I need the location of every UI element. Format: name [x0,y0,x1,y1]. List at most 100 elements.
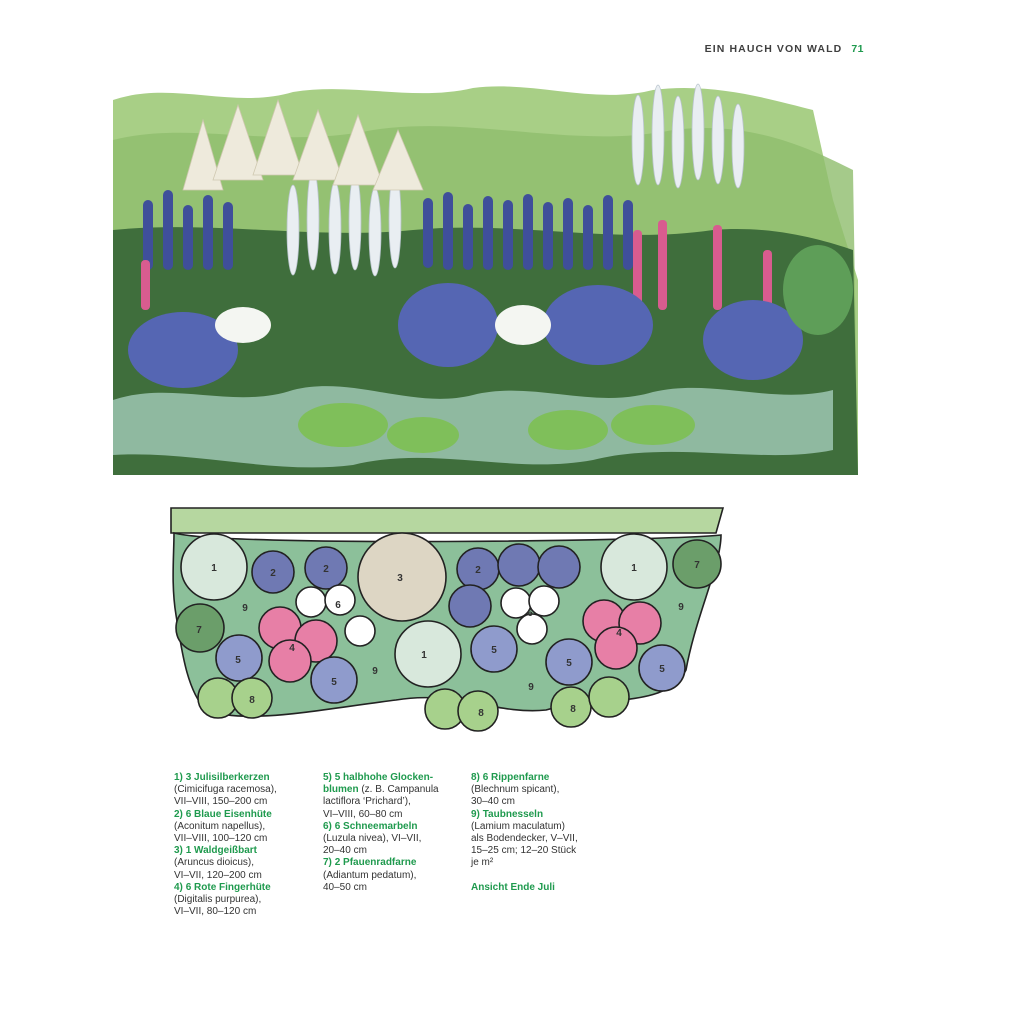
legend-number: 9) [471,808,480,820]
plan-circle-8 [588,676,630,718]
plan-circle-7 [672,539,722,589]
view-note: Ansicht Ende Juli [471,881,555,893]
legend-number: 5) [323,772,332,783]
plan-label: 2 [270,568,276,579]
plan-label: 5 [659,664,665,675]
legend-title: Taubnesseln [482,808,544,820]
plan-label: 3 [397,573,403,584]
legend-title: 6 Blaue Eisenhüte [185,808,272,820]
legend-detail: 15–25 cm; 12–20 Stück [471,845,577,857]
plan-label: 1 [421,650,427,661]
plan-label: 2 [323,564,329,575]
legend-detail: 30–40 cm [471,796,515,808]
legend-detail: 40–50 cm [323,881,367,893]
plan-label: 9 [242,603,248,614]
legend-title: 6 Rote Fingerhüte [185,881,271,893]
legend-detail: (Aruncus dioicus), [174,857,255,869]
plan-circle-1 [180,533,248,601]
plan-circle-6 [324,584,356,616]
plan-circle-4 [594,626,638,670]
plan-circle-5 [545,638,593,686]
legend-detail: (Luzula nivea), VI–VII, [323,833,422,845]
page-number: 71 [851,43,864,55]
plan-label: 4 [289,643,295,654]
legend-title-cont: blumen [323,784,359,796]
plan-circle-5 [470,625,518,673]
plan-circle-6 [344,615,376,647]
plan-circle-1 [600,533,668,601]
legend-detail: VI–VII, 120–200 cm [174,869,262,881]
legend-number: 4) [174,881,183,893]
plan-circle-4 [268,639,312,683]
legend-detail: (Adiantum pedatum), [323,869,417,881]
legend-title: 6 Rippenfarne [482,772,550,783]
plan-label: 5 [235,655,241,666]
legend-title: 3 Julisilberkerzen [185,772,270,783]
plan-label: 7 [196,625,202,636]
section-title: EIN HAUCH VON WALD [704,43,843,55]
plan-circle-7 [175,603,225,653]
garden-bed-illustration [113,83,858,475]
plan-label: 5 [566,658,572,669]
legend-detail: lactiflora ‘Prichard’), [323,796,411,808]
plan-label: 9 [528,682,534,693]
legend-number: 7) [323,857,332,869]
plan-label: 4 [616,628,622,639]
plan-label: 5 [491,645,497,656]
plan-label: 6 [335,600,341,611]
legend-detail: (Lamium maculatum) [471,820,565,832]
plan-circle-8 [457,690,499,732]
plan-circle-6 [295,586,327,618]
legend-detail: (Blechnum spicant), [471,784,560,796]
legend-detail: (Aconitum napellus), [174,820,266,832]
plan-label: 1 [631,563,637,574]
legend-title: 6 Schneemarbeln [334,820,418,832]
legend-detail: (z. B. Campanula [358,784,439,796]
plan-circle-5 [638,644,686,692]
legend-detail: VII–VIII, 150–200 cm [174,796,268,808]
plan-label: 8 [570,704,576,715]
legend-column-3: 8) 6 Rippenfarne (Blechnum spicant), 30–… [471,772,621,894]
legend-number: 2) [174,808,183,820]
plan-label: 6 [527,608,533,619]
legend-title: 1 Waldgeißbart [185,845,257,857]
plan-label: 8 [478,708,484,719]
plan-circle-8 [231,677,273,719]
legend-detail: (Cimicifuga racemosa), [174,784,277,796]
plan-circle-3 [357,532,447,622]
legend-detail: VII–VIII, 100–120 cm [174,833,268,845]
plan-circle-5 [310,656,358,704]
plan-label: 7 [694,560,700,571]
plan-circle-2 [448,584,492,628]
legend-number: 6) [323,820,332,832]
legend-column-2: 5) 5 halbhohe Glocken- blumen (z. B. Cam… [323,772,468,894]
legend-number: 1) [174,772,183,783]
plan-label: 9 [678,602,684,613]
legend-column-1: 1) 3 Julisilberkerzen (Cimicifuga racemo… [174,772,319,918]
plan-circle-2 [304,546,348,590]
plan-label: 1 [211,563,217,574]
plan-label: 9 [372,666,378,677]
legend-detail: 20–40 cm [323,845,367,857]
legend-detail: VI–VIII, 60–80 cm [323,808,403,820]
plan-circle-5 [215,634,263,682]
plan-circle-1 [394,620,462,688]
legend-title: 5 halbhohe Glocken- [334,772,434,783]
running-header: EIN HAUCH VON WALD 71 [705,43,864,55]
legend-title: 2 Pfauenradfarne [334,857,417,869]
plan-label: 2 [475,565,481,576]
plan-border-strip [170,507,725,534]
plan-circle-6 [516,613,548,645]
plan-label: 8 [249,695,255,706]
legend-detail: (Digitalis purpurea), [174,894,262,906]
plan-circle-6 [528,585,560,617]
legend-detail: je m² [471,857,494,869]
plan-circle-2 [537,545,581,589]
legend-number: 3) [174,845,183,857]
planting-plan: 1 1 1 2 2 2 3 4 4 5 5 5 5 5 6 6 7 7 8 8 … [170,507,725,732]
plan-circle-2 [251,550,295,594]
legend-detail: VI–VII, 80–120 cm [174,906,257,918]
legend-detail: als Bodendecker, V–VII, [471,833,578,845]
plan-label: 5 [331,677,337,688]
plan-circle-2 [497,543,541,587]
